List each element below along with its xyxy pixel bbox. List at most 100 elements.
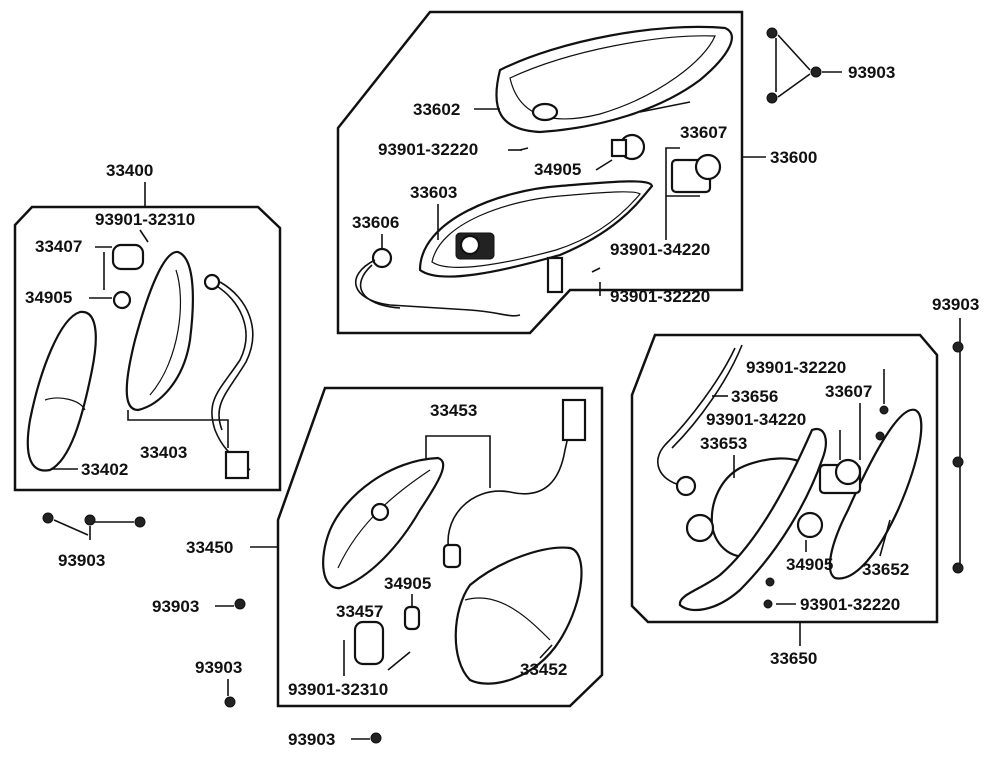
blinker-connector [224,450,250,480]
label-33650: 33650 [770,649,817,668]
group-33650: 33650 93901-32220 33656 33607 93901-3422… [630,333,939,668]
front-blinker-housing [322,456,445,590]
screw-93903-single-2: 93903 [195,658,242,708]
label-33656: 33656 [731,387,778,406]
bulb-34905-d [796,511,824,539]
wire-33606 [355,247,521,317]
leader-33607-bracket-left [665,147,680,240]
group-33650-frame [630,333,939,624]
screw-93903-lr-2 [84,514,96,526]
label-33603: 33603 [410,183,457,202]
screw-93903-e [370,732,382,744]
leader-33453 [425,435,491,488]
label-93903-b: 93903 [58,551,105,570]
label-33457: 33457 [336,602,383,621]
blinker-wire-2 [218,281,254,431]
label-34905-b: 34905 [25,288,72,307]
label-93901-32220-b: 93901-32220 [610,287,710,306]
label-33652: 33652 [862,560,909,579]
group-33450: 33450 33453 34905 33457 33452 93901-3231… [186,386,604,708]
group-33600: 33602 93901-32220 33607 34905 33600 3360… [336,10,817,335]
label-33402: 33402 [81,460,128,479]
screw-93903-d [224,696,236,708]
leader-33452 [539,644,553,659]
housing-tab [546,256,564,294]
label-93901-32220-a: 93901-32220 [378,140,478,159]
screw-93903-top-1 [766,27,778,39]
screw-93903-top-2 [810,66,822,78]
screw-93903-single-1: 93903 [152,597,246,616]
leader-33403 [127,410,229,448]
label-33607-a: 33607 [680,123,727,142]
leader-93901-32310-a [139,229,149,243]
group-33600-frame [336,10,744,335]
wire-33656-socket [675,475,697,497]
bulb-34905-assembly [610,133,646,161]
screw-r-2 [875,431,885,441]
label-93903-a: 93903 [848,63,895,82]
screw-link-2 [777,73,811,98]
screws-93903-top: 93903 [766,27,895,104]
leader-34905-a [595,159,613,171]
label-33450: 33450 [186,538,233,557]
socket-ring [459,234,481,256]
front-blinker-wire-socket [442,543,462,569]
screws-93903-left-row: 93903 [42,512,146,570]
tail-housing-inner [431,191,641,268]
bulb-33457 [353,620,385,666]
wire-33656-2 [671,344,743,449]
screw-r-4 [763,599,773,609]
screw-lr-link-1 [53,519,89,536]
bulb-34905-b [112,290,132,310]
label-33452: 33452 [520,660,567,679]
housing-33653-socket [685,513,715,543]
group-33400: 33400 93901-32310 33407 34905 33403 3340… [13,161,282,492]
label-33653: 33653 [700,434,747,453]
front-blinker-lens-inner [464,597,551,641]
group-33450-frame [276,386,604,708]
label-34905-c: 34905 [384,574,431,593]
label-93901-32220-d: 93901-32220 [800,595,900,614]
bulb-34905-c [403,605,421,631]
label-93901-32310-b: 93901-32310 [288,680,388,699]
screw-93903-r-1 [952,341,964,353]
label-93901-32220-c: 93901-32220 [746,358,846,377]
screw-93903-r-2 [952,456,964,468]
wire-33606-socket [371,247,393,269]
wire-33606-lead2 [359,264,401,309]
bulb-34905-a-base [610,138,628,158]
label-33400: 33400 [106,161,153,180]
blinker-lens-33652 [828,408,923,580]
screw-r-1 [879,405,889,415]
leader-93901-32310-b-2 [387,651,411,671]
wire-33606-lead [355,259,521,317]
label-93903-e: 93903 [288,730,335,749]
blinker-lens-inner [44,397,86,411]
lens-reflector-dot [531,102,559,122]
front-blinker-socket [370,502,390,522]
blinker-frame-arm [678,427,827,612]
screw-93903-lr-1 [42,512,54,524]
wire-33656 [657,347,736,486]
screw-rod [639,101,691,113]
blinker-lens-33402 [26,310,97,472]
screw-r-3 [765,577,775,587]
blinker-wire-socket [203,273,221,291]
screw-93903-top-3 [766,92,778,104]
label-33453: 33453 [430,401,477,420]
bulb-33407 [111,243,145,271]
label-33602: 33602 [413,100,460,119]
label-93903-f: 93903 [932,295,979,314]
screw-link-1 [777,34,811,71]
label-33403: 33403 [140,443,187,462]
front-blinker-lens-33452 [454,546,583,685]
front-blinker-wire [447,409,573,556]
bulb-33607-a [694,153,722,181]
blinker-wire [211,284,251,471]
tail-lens-33602 [495,25,733,134]
label-34905-d: 34905 [786,555,833,574]
label-93901-34220-b: 93901-34220 [706,410,806,429]
group-33400-frame [13,205,282,492]
leader-33652 [879,519,891,557]
